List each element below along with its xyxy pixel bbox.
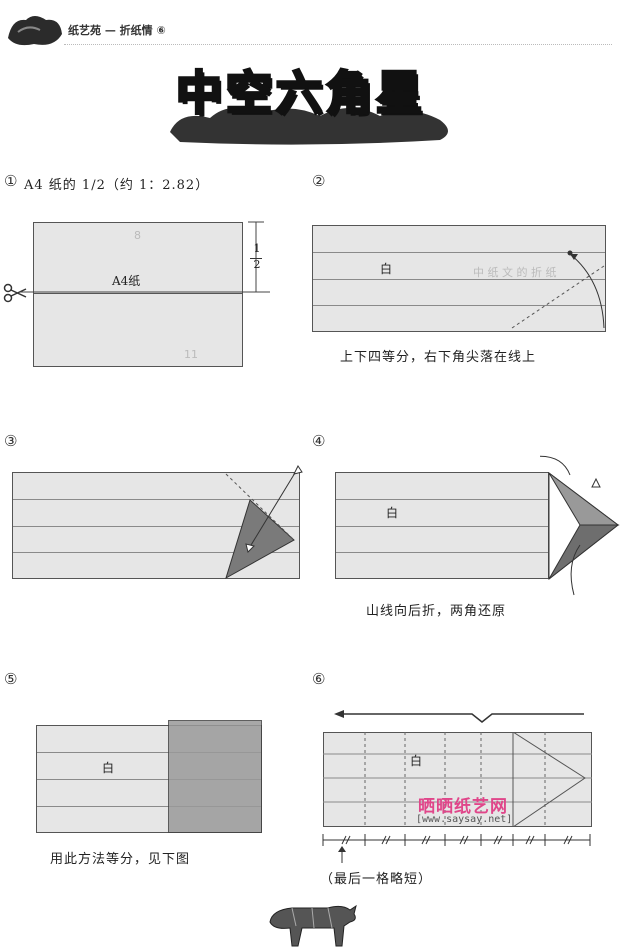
fraction-denominator: 2 [253, 258, 261, 271]
step-5-folded-strip [168, 720, 262, 833]
title-cloud [170, 107, 448, 145]
step-2-fold-arrow [511, 250, 605, 329]
fraction-numerator: 1 [253, 242, 261, 255]
header-logo-icon [8, 16, 62, 46]
step-2-paper-label: 白 [380, 262, 393, 276]
step-4-point [540, 455, 620, 596]
step-6-paper-label: 白 [410, 754, 423, 768]
header-text: 纸艺苑 — 折纸情 ⑥ [68, 24, 166, 37]
step-6-measure-bar [322, 834, 591, 846]
step-2-number: ② [312, 172, 326, 190]
page-title: 中空六角星 [175, 65, 426, 122]
watermark-name: 晒晒纸艺网 [418, 797, 508, 817]
step-4-caption: 山线向后折，两角还原 [366, 604, 507, 619]
watermark-url: [www.saysay.net] [416, 814, 513, 825]
step-5-number: ⑤ [4, 670, 18, 688]
step-4-paper [335, 472, 549, 579]
step-1-heading: A4 纸的 1/2（约 1：2.82） [24, 178, 210, 193]
header-divider [64, 44, 612, 45]
step-1-paper-label: A4纸 [112, 274, 141, 288]
scissors-icon [3, 283, 27, 303]
step-4-paper-label: 白 [386, 506, 399, 520]
step-1-dimension-guide [248, 221, 264, 293]
step-3-number: ③ [4, 432, 18, 450]
step-6-paper [323, 732, 592, 827]
step-1-number: ① [4, 172, 18, 190]
step-6-caption: （最后一格略短） [320, 872, 433, 887]
step-2-caption: 上下四等分，右下角尖落在线上 [340, 350, 537, 365]
step-1-paper: 8 11 [33, 222, 243, 367]
step-2-paper: 中 纸 文 的 折 纸 [312, 225, 606, 332]
step-5-caption: 用此方法等分，见下图 [50, 852, 191, 867]
step-3-fold-flap [225, 465, 303, 580]
arrow-up-icon [338, 846, 346, 863]
fraction-bar [250, 258, 262, 259]
step-6-creases [323, 732, 592, 827]
step-1-cut-line [20, 291, 270, 293]
step-6-number: ⑥ [312, 670, 326, 688]
step-5-paper-label: 白 [102, 761, 115, 775]
ox-figure-icon [269, 904, 357, 947]
step-4-number: ④ [312, 432, 326, 450]
step-6-zigzag-arrow [334, 710, 584, 723]
